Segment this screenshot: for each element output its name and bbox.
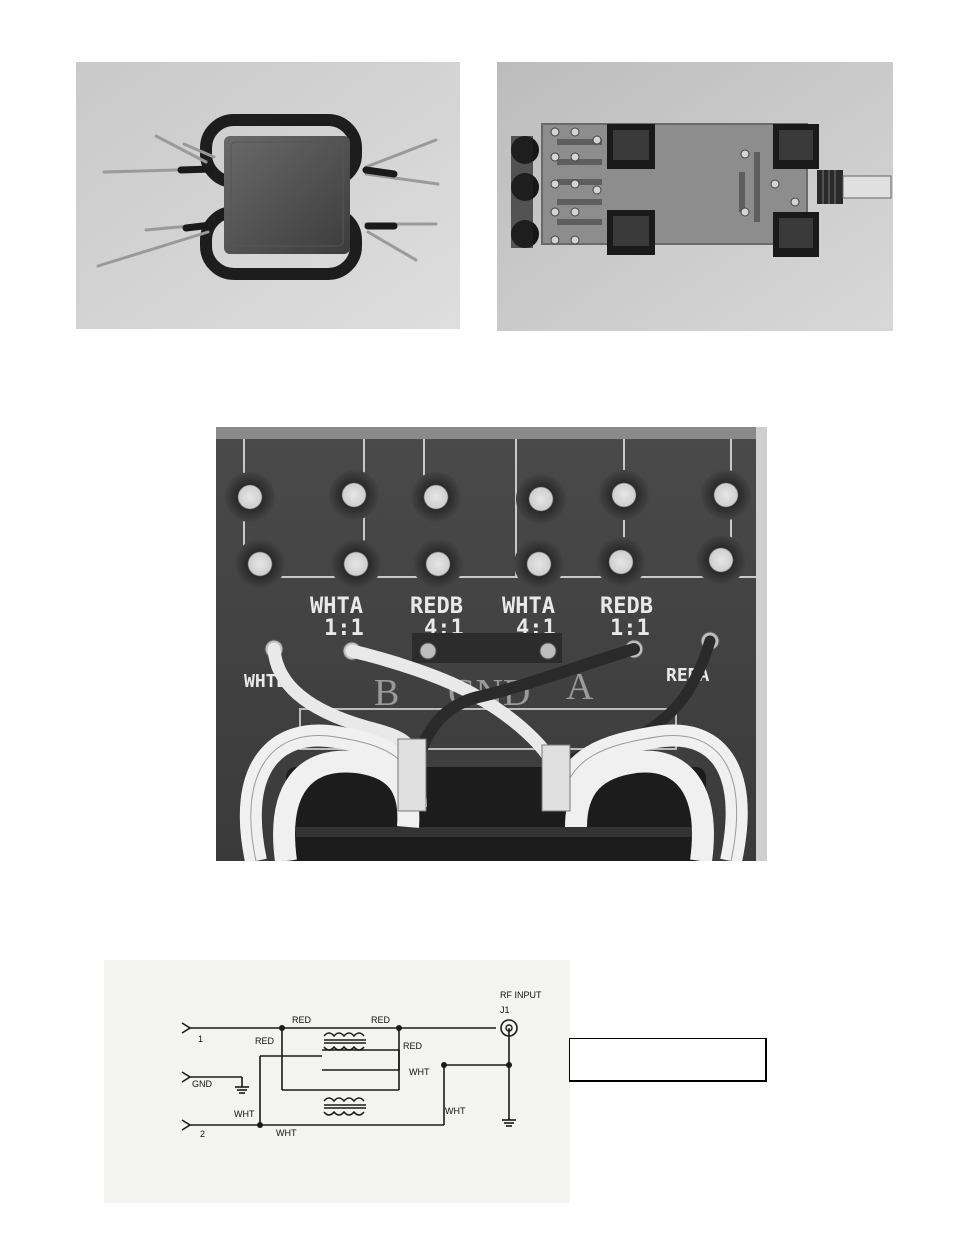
wht-label-right: WHT	[409, 1067, 430, 1077]
j1-label: J1	[500, 1005, 510, 1015]
port-2-label: 2	[200, 1129, 205, 1139]
wht-label-far-right: WHT	[445, 1106, 466, 1116]
switch-board-photo	[497, 62, 893, 331]
schematic-diagram: RF INPUT J1 1 GND 2 RED RED RED RED WHT …	[104, 960, 570, 1203]
port-1-chevron-icon	[181, 1022, 192, 1034]
closeup-board-icon: WHTA 1:1 REDB 4:1 WHTA 4:1 REDB 1:1 WHTB…	[216, 427, 767, 861]
port-2-chevron-icon	[181, 1119, 192, 1131]
gnd-label: GND	[192, 1079, 213, 1089]
transformer-top-icon	[323, 1032, 366, 1051]
balun-schematic: RF INPUT J1 1 GND 2 RED RED RED RED WHT …	[181, 990, 542, 1139]
transformer-bottom-icon	[323, 1097, 366, 1116]
port-1-label: 1	[198, 1034, 203, 1044]
closeup-photo: WHTA 1:1 REDB 4:1 WHTA 4:1 REDB 1:1 WHTB…	[216, 427, 767, 861]
label-redb-41: REDB	[410, 594, 463, 619]
red-label-top-right: RED	[371, 1015, 391, 1025]
pcb-with-jacks-and-bnc-icon	[497, 62, 893, 331]
label-whta-11-ratio: 1:1	[324, 616, 364, 641]
label-b: B	[374, 672, 399, 714]
wht-label-left: WHT	[234, 1109, 255, 1119]
red-label-right: RED	[403, 1041, 423, 1051]
toroid-balun-photo	[76, 62, 460, 329]
caption-box	[569, 1038, 767, 1082]
ferrite-core-transformer-icon	[76, 62, 460, 329]
rf-input-connector-icon	[500, 1019, 518, 1037]
label-redb-11: REDB	[600, 594, 653, 619]
rf-input-label: RF INPUT	[500, 990, 542, 1000]
red-label-top-left: RED	[292, 1015, 312, 1025]
pcb-holes	[225, 470, 751, 589]
label-whta-11: WHTA	[310, 594, 363, 619]
label-whta-41: WHTA	[502, 594, 555, 619]
port-gnd-chevron-icon	[181, 1071, 192, 1083]
wht-label-bottom: WHT	[276, 1128, 297, 1138]
label-redb-11-ratio: 1:1	[610, 616, 650, 641]
red-label-left: RED	[255, 1036, 275, 1046]
